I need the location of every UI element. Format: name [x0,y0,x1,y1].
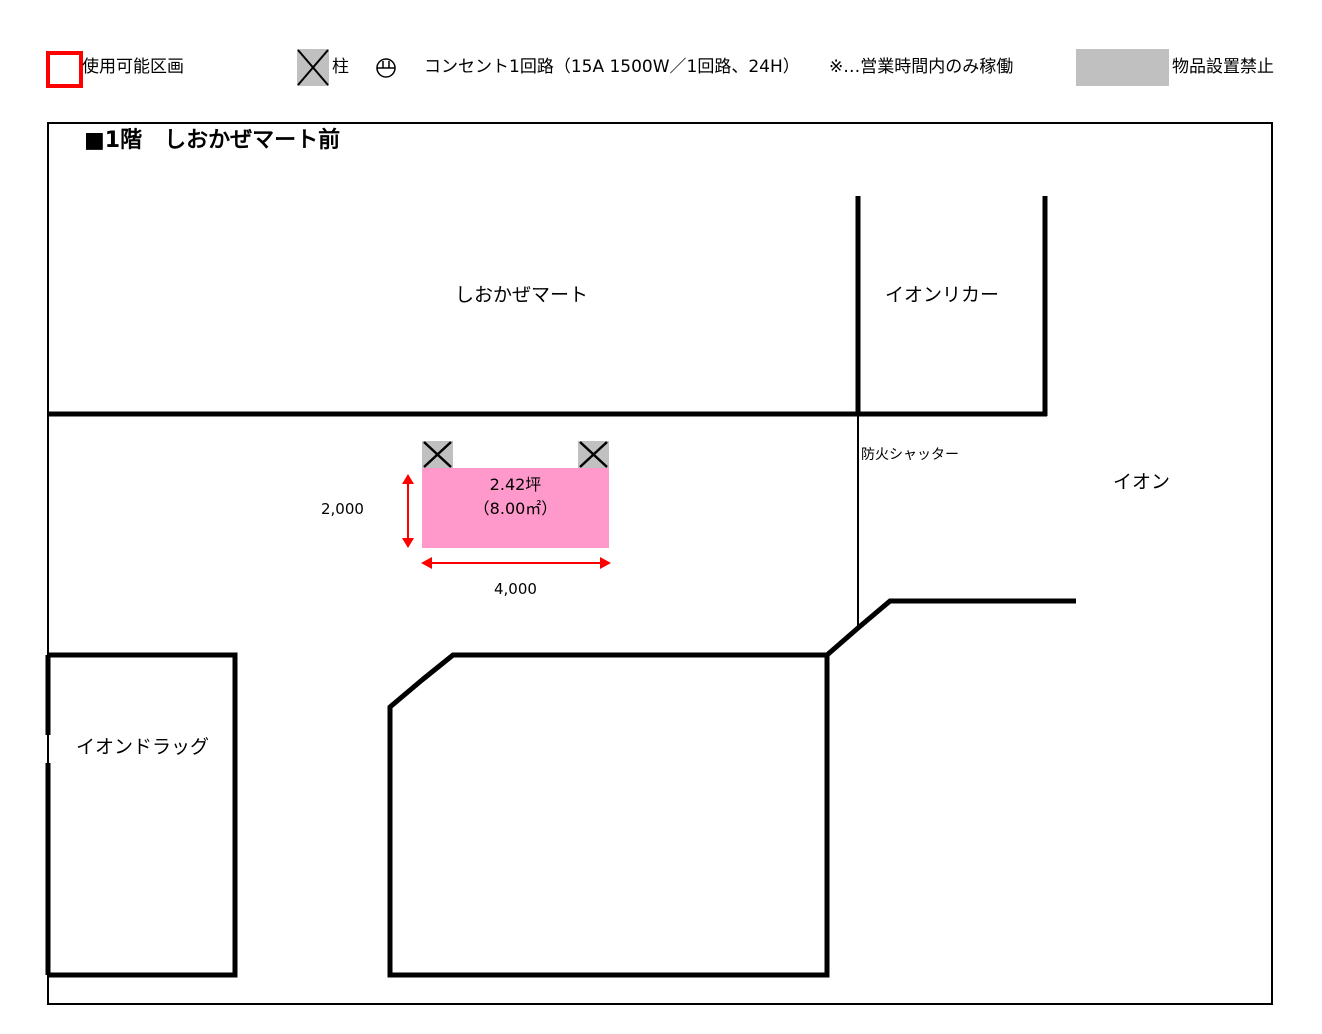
store-label-aeon-liquor: イオンリカー [885,284,1000,306]
pillar-icon-left [422,441,453,468]
outlet-legend-label: コンセント1回路（15A 1500W／1回路、24H） [424,57,800,77]
store-label-aeon: イオン [1113,471,1171,493]
fire-shutter-label: 防火シャッター [861,447,959,463]
width-dimension-arrow [421,557,611,569]
no-placement-legend-label: 物品設置禁止 [1172,57,1274,77]
booth-width-label: 4,000 [494,580,537,598]
depth-dimension-arrow [402,474,414,548]
available-booth-area[interactable]: 2.42坪 （8.00㎡） [422,468,609,548]
booth-depth-label: 2,000 [321,500,364,518]
available-area-legend-swatch [46,51,83,88]
pillar-legend-label: 柱 [332,57,349,77]
floor-plan-title: ■1階 しおかぜマート前 [84,128,341,153]
pillar-legend-icon [297,49,329,86]
pillar-icon-right [578,441,609,468]
booth-area-tsubo: 2.42坪 [489,475,542,494]
store-label-shiokaze-mart: しおかぜマート [455,284,589,306]
booth-area-sqm: （8.00㎡） [473,499,558,518]
business-hours-note: ※…営業時間内のみ稼働 [829,57,1014,77]
available-area-legend-label: 使用可能区画 [82,57,184,77]
store-label-aeon-drug: イオンドラッグ [76,736,210,758]
no-placement-legend-swatch [1076,49,1169,86]
outlet-icon [374,58,398,78]
